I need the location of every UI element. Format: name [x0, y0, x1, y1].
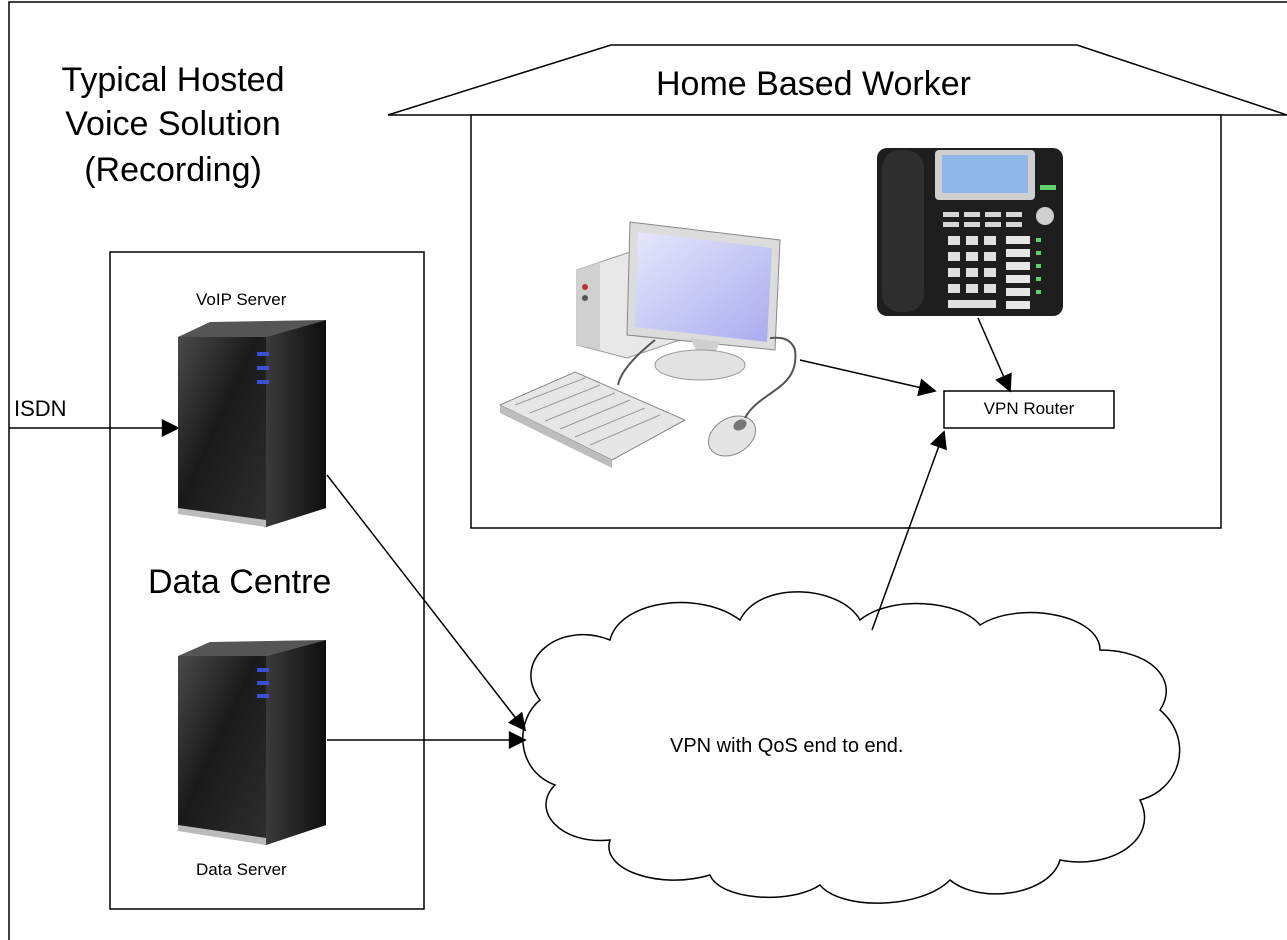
cloud-to-router-arrow — [871, 430, 947, 631]
outer-frame — [8, 1, 1287, 940]
data-server-icon — [178, 640, 326, 845]
vpn-router-box — [943, 390, 1115, 429]
diagram-title-line-3: (Recording) — [84, 151, 262, 189]
data-server-label: Data Server — [196, 860, 287, 879]
diagram-title-line-1: Typical Hosted — [61, 61, 285, 99]
voip-to-cloud-arrow — [326, 474, 527, 732]
computer-to-router-arrow — [799, 359, 937, 397]
vpn-router-label: VPN Router — [983, 399, 1075, 418]
isdn-label: ISDN — [14, 396, 67, 421]
data-centre-label: Data Centre — [148, 563, 332, 601]
vpn-cloud — [522, 591, 1181, 904]
house-label: Home Based Worker — [656, 65, 971, 103]
computer-icon — [498, 221, 797, 468]
voip-server-label: VoIP Server — [196, 290, 287, 309]
cloud-label: VPN with QoS end to end. — [670, 735, 904, 757]
voip-server-icon — [178, 320, 326, 527]
phone-to-router-arrow — [977, 317, 1012, 393]
diagram-title-line-2: Voice Solution — [65, 105, 281, 143]
desk-phone-icon — [877, 148, 1063, 316]
